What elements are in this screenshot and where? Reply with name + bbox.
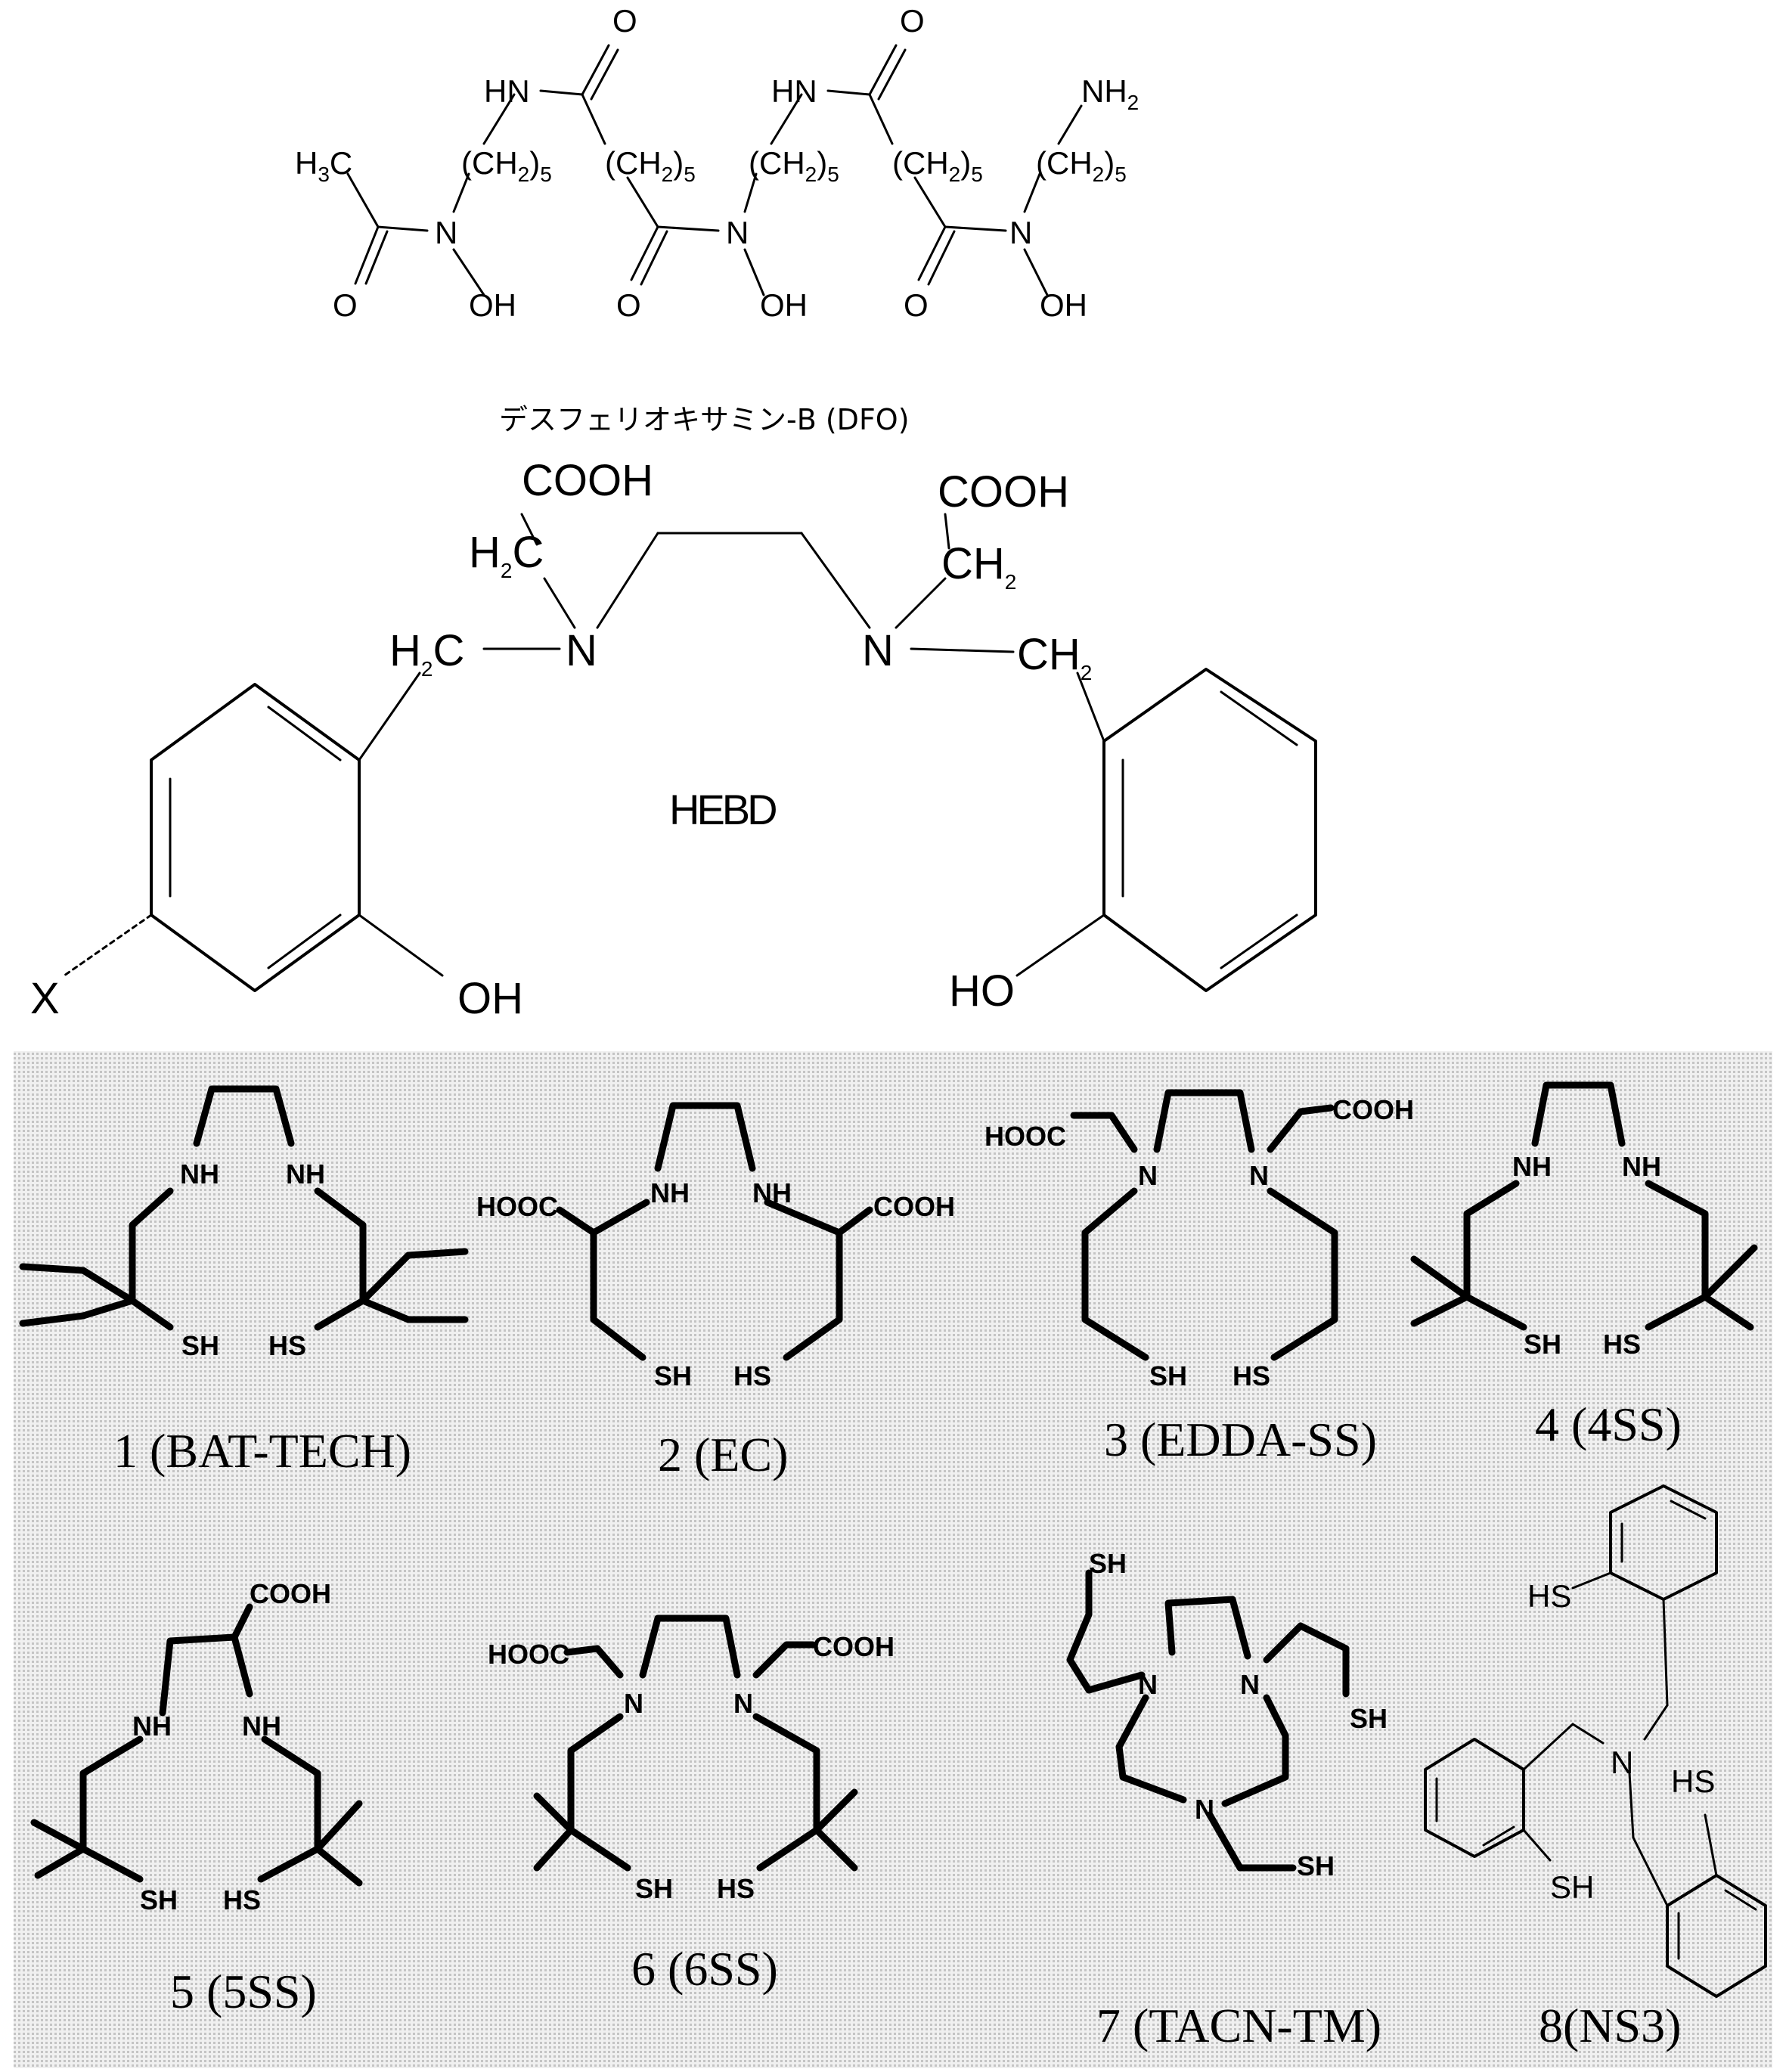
atom-label: (CH2)5: [461, 145, 552, 186]
atom-label: SH: [1089, 1548, 1127, 1579]
hebd-phenol-oh-label: OH: [457, 974, 523, 1023]
chelator-8-caption: 8(NS3): [1539, 1999, 1681, 2052]
hebd-methylene-label: H2C: [469, 528, 544, 582]
atom-label: HOOC: [476, 1191, 558, 1222]
dfo-structure: O O HN HN NH2 H3C (CH2)5 (CH2)5 (CH2)5 (…: [295, 3, 1139, 436]
hebd-structure: COOH COOH H2C CH2 H2C CH2 N N HEBD OH HO…: [30, 456, 1316, 1023]
dfo-hydroxyl-label: OH: [469, 287, 516, 323]
hebd-amine-n-label: N: [862, 626, 894, 675]
atom-label: SH: [1297, 1850, 1335, 1881]
dfo-carbonyl-o-label: O: [612, 3, 637, 39]
atom-label: N: [1195, 1794, 1214, 1825]
atom-label: SH: [181, 1330, 219, 1361]
atom-label: HS: [717, 1873, 755, 1904]
hebd-phenol-oh-label: HO: [949, 966, 1015, 1016]
atom-label: COOH: [250, 1578, 331, 1609]
dfo-carbonyl-o-label: O: [616, 287, 641, 323]
atom-label: SH: [1524, 1329, 1561, 1360]
chelator-3-caption: 3 (EDDA-SS): [1104, 1413, 1377, 1466]
atom-label: N: [1611, 1745, 1633, 1780]
dfo-methyl-label: H3C: [295, 145, 352, 186]
atom-label: N: [1138, 1160, 1158, 1191]
atom-label: N: [1240, 1669, 1260, 1700]
atom-label: SH: [635, 1873, 673, 1904]
hebd-benzyl-methylene-label: CH2: [1017, 630, 1092, 684]
hebd-carboxyl-label: COOH: [522, 456, 653, 505]
atom-label: HS: [1671, 1763, 1715, 1799]
atom-label: HS: [268, 1330, 306, 1361]
atom-label: (CH2)5: [1036, 145, 1127, 186]
chelator-7-caption: 7 (TACN-TM): [1096, 1999, 1381, 2052]
chelator-1-caption: 1 (BAT-TECH): [113, 1424, 411, 1478]
atom-label: N: [1138, 1669, 1158, 1700]
hebd-carboxyl-label: COOH: [938, 467, 1069, 516]
atom-label: (CH2)5: [605, 145, 696, 186]
atom-label: HS: [733, 1360, 771, 1391]
dfo-hydroxamate-n-label: N: [1009, 215, 1032, 250]
atom-label: N: [624, 1688, 643, 1719]
dfo-methylene-chains: (CH2)5 (CH2)5 (CH2)5 (CH2)5 (CH2)5: [461, 145, 1127, 186]
atom-label: NH: [242, 1711, 281, 1742]
hebd-benzyl-methylene-label: H2C: [389, 626, 464, 681]
dfo-carbonyl-o-label: O: [900, 3, 925, 39]
hebd-methylene-label: CH2: [941, 539, 1016, 594]
atom-label: SH: [654, 1360, 692, 1391]
atom-label: HS: [223, 1884, 261, 1915]
atom-label: SH: [1149, 1360, 1187, 1391]
atom-label: (CH2)5: [892, 145, 983, 186]
hebd-amine-n-label: N: [566, 626, 597, 675]
dfo-caption: デスフェリオキサミン-B (DFO): [499, 403, 910, 436]
atom-label: HS: [1527, 1578, 1571, 1614]
atom-label: COOH: [813, 1631, 895, 1662]
dfo-hydroxyl-label: OH: [1040, 287, 1087, 323]
atom-label: COOH: [1332, 1094, 1414, 1125]
hebd-x-substituent-label: X: [30, 974, 60, 1023]
atom-label: NH: [1622, 1151, 1661, 1182]
chelator-2-caption: 2 (EC): [658, 1428, 788, 1481]
atom-label: HS: [1233, 1360, 1270, 1391]
atom-label: NH: [286, 1159, 325, 1190]
chelator-4-caption: 4 (4SS): [1535, 1397, 1682, 1451]
dfo-hydroxamate-n-label: N: [435, 215, 457, 250]
atom-label: SH: [140, 1884, 178, 1915]
atom-label: N: [733, 1688, 753, 1719]
dfo-hydroxamate-n-label: N: [726, 215, 749, 250]
dfo-terminal-amine-label: NH2: [1081, 73, 1139, 114]
dfo-amide-nh-label: HN: [771, 73, 817, 109]
atom-label: NH: [132, 1711, 172, 1742]
atom-label: HOOC: [984, 1121, 1066, 1152]
chelator-6-caption: 6 (6SS): [631, 1942, 778, 1996]
atom-label: COOH: [873, 1191, 955, 1222]
hebd-name-label: HEBD: [669, 786, 776, 833]
dfo-amide-nh-label: HN: [484, 73, 530, 109]
atom-label: NH: [752, 1177, 792, 1208]
atom-label: (CH2)5: [749, 145, 839, 186]
atom-label: HS: [1603, 1329, 1641, 1360]
atom-label: NH: [650, 1177, 690, 1208]
atom-label: HOOC: [488, 1639, 569, 1670]
atom-label: N: [1249, 1160, 1269, 1191]
atom-label: NH: [1512, 1151, 1552, 1182]
dfo-carbonyl-o-label: O: [904, 287, 929, 323]
dfo-carbonyl-o-label: O: [333, 287, 358, 323]
chelator-5-caption: 5 (5SS): [170, 1965, 317, 2018]
dfo-hydroxyl-label: OH: [760, 287, 808, 323]
atom-label: NH: [180, 1159, 219, 1190]
atom-label: SH: [1350, 1703, 1388, 1734]
atom-label: SH: [1550, 1869, 1594, 1905]
